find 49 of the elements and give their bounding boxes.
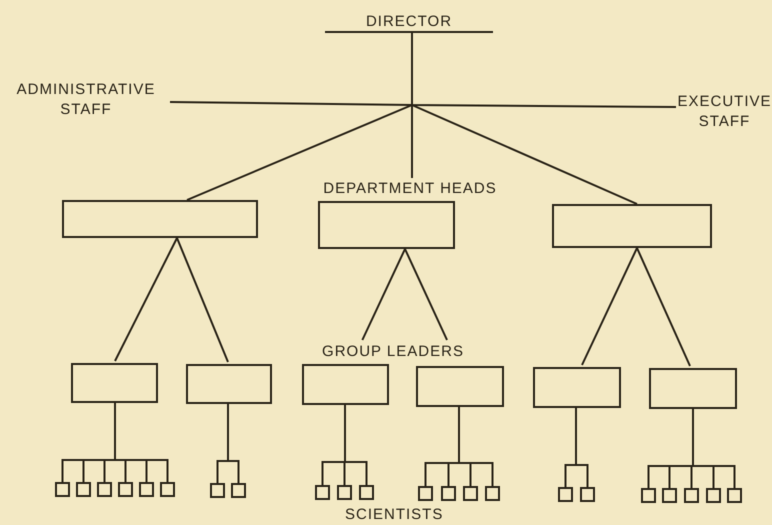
scientist-square	[463, 486, 478, 501]
scientist-square	[662, 488, 677, 503]
empty-box	[649, 368, 737, 409]
connector-line	[344, 405, 368, 485]
scientist-square	[684, 488, 699, 503]
connector-line	[575, 408, 588, 487]
scientist-square	[727, 488, 742, 503]
empty-box	[71, 363, 158, 403]
scientist-square	[118, 482, 133, 497]
scientist-square	[210, 483, 225, 498]
empty-box	[186, 364, 272, 404]
connector-line	[114, 403, 168, 482]
connector-line	[581, 248, 638, 366]
role-label: ADMINISTRATIVE STAFF	[4, 80, 168, 124]
director-label: DIRECTOR	[325, 12, 493, 33]
connector-line	[692, 409, 736, 488]
connector-line	[176, 238, 229, 362]
connector-line	[404, 248, 448, 340]
level-label: SCIENTISTS	[345, 506, 444, 524]
scientist-square	[418, 486, 433, 501]
scientist-square	[315, 485, 330, 500]
scientist-square	[706, 488, 721, 503]
scientist-square	[359, 485, 374, 500]
empty-box	[302, 364, 389, 405]
connector-line	[114, 238, 178, 362]
scientist-square	[97, 482, 112, 497]
connector-line	[458, 407, 494, 486]
scientist-square	[558, 487, 573, 502]
scientist-square	[485, 486, 500, 501]
scientist-square	[55, 482, 70, 497]
role-label: GROUP LEADERS	[320, 342, 466, 360]
empty-box	[552, 204, 712, 248]
connector-line	[227, 404, 240, 483]
scientist-square	[441, 486, 456, 501]
empty-box	[318, 201, 455, 249]
empty-box	[62, 200, 258, 238]
scientist-square	[231, 483, 246, 498]
role-label: EXECUTIVE STAFF	[677, 92, 772, 132]
scientist-square	[580, 487, 595, 502]
scientist-square	[76, 482, 91, 497]
connector-line	[636, 248, 691, 366]
scientist-square	[641, 488, 656, 503]
empty-box	[416, 366, 504, 407]
connector-line	[361, 248, 406, 340]
scientist-square	[160, 482, 175, 497]
role-label: DEPARTMENT HEADS	[300, 179, 520, 198]
empty-box	[533, 367, 621, 408]
scientist-square	[337, 485, 352, 500]
scientist-square	[139, 482, 154, 497]
